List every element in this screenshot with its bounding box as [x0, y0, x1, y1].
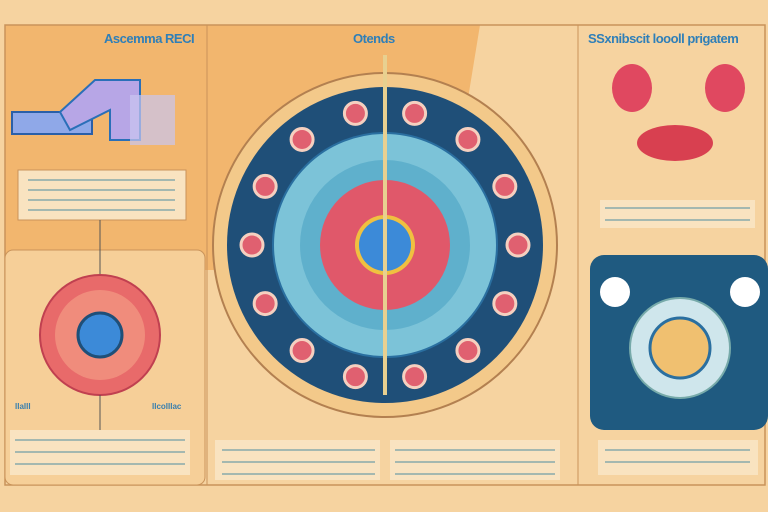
label-small-left: IIaIII	[15, 402, 31, 411]
orbit-node	[342, 100, 368, 126]
label-top-center: Otends	[353, 31, 395, 46]
label-top-right: SSxnibscit loooll prigatem	[588, 31, 739, 46]
orbit-node	[239, 232, 265, 258]
text-block	[17, 169, 187, 221]
orbit-nodes	[239, 100, 531, 390]
orbit-node	[402, 364, 428, 390]
cell-icon	[39, 274, 161, 396]
text-block	[600, 200, 755, 228]
orbit-node	[252, 173, 278, 199]
orbit-node	[455, 126, 481, 152]
label-top-left: Ascemma RECI	[104, 31, 195, 46]
text-lines	[28, 179, 175, 211]
organ-icons	[612, 64, 745, 161]
label-small-mid: IIcoIIIac	[152, 402, 182, 411]
orbit-node	[492, 173, 518, 199]
text-lines	[215, 440, 560, 480]
orbit-node	[505, 232, 531, 258]
text-block	[598, 440, 758, 475]
orbit-node	[252, 291, 278, 317]
frame	[4, 24, 766, 486]
orbit-node	[289, 338, 315, 364]
orbit-node	[455, 338, 481, 364]
orbit-node	[289, 126, 315, 152]
orbit-node	[402, 100, 428, 126]
orbit-node	[342, 364, 368, 390]
device-icon	[590, 255, 768, 430]
central-disc	[212, 55, 558, 418]
orbit-node	[492, 291, 518, 317]
apparatus-icon	[11, 79, 175, 145]
